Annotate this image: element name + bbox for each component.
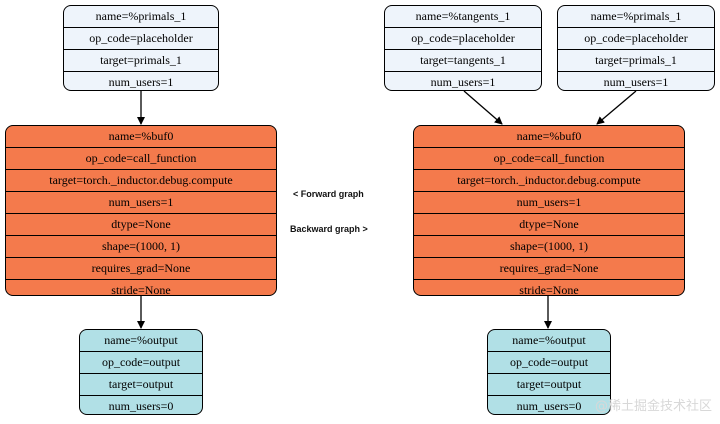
bw-buf0-shape: shape=(1000, 1)	[414, 235, 684, 257]
bw-primals-target: target=primals_1	[558, 49, 714, 71]
fw-primals-node: name=%primals_1 op_code=placeholder targ…	[63, 5, 219, 91]
bw-primals-numusers: num_users=1	[558, 71, 714, 90]
bw-buf0-opcode: op_code=call_function	[414, 147, 684, 169]
backward-graph-label: Backward graph >	[290, 224, 368, 234]
fw-primals-numusers: num_users=1	[64, 71, 218, 90]
fw-buf0-name: name=%buf0	[108, 129, 174, 143]
bw-tangents-opcode: op_code=placeholder	[385, 27, 541, 49]
bw-buf0-name: name=%buf0	[516, 129, 582, 143]
edge-bw-primals-to-buf	[596, 90, 637, 125]
bw-buf0-stride: stride=None	[414, 279, 684, 295]
bw-buf0-numusers: num_users=1	[414, 191, 684, 213]
fw-output-target: target=output	[80, 373, 202, 395]
bw-tangents-target: target=tangents_1	[385, 49, 541, 71]
bw-primals-name: name=%primals_1	[590, 9, 682, 23]
bw-output-target: target=output	[488, 373, 610, 395]
edge-bw-tangents-to-buf	[463, 90, 503, 125]
fw-buf0-numusers: num_users=1	[6, 191, 276, 213]
bw-buf0-dtype: dtype=None	[414, 213, 684, 235]
fw-primals-opcode: op_code=placeholder	[64, 27, 218, 49]
fw-buf0-dtype: dtype=None	[6, 213, 276, 235]
fw-primals-name: name=%primals_1	[95, 9, 187, 23]
bw-output-numusers: num_users=0	[488, 395, 610, 414]
watermark-text: @稀土掘金技术社区	[594, 399, 712, 414]
fw-output-numusers: num_users=0	[80, 395, 202, 414]
bw-buf0-target: target=torch._inductor.debug.compute	[414, 169, 684, 191]
fw-buf0-requires-grad: requires_grad=None	[6, 257, 276, 279]
bw-output-node: name=%output op_code=output target=outpu…	[487, 329, 611, 415]
bw-buf0-node: name=%buf0 op_code=call_function target=…	[413, 125, 685, 296]
fw-output-name: name=%output	[104, 333, 178, 347]
fw-buf0-shape: shape=(1000, 1)	[6, 235, 276, 257]
bw-tangents-node: name=%tangents_1 op_code=placeholder tar…	[384, 5, 542, 91]
forward-graph-label: < Forward graph	[293, 189, 364, 199]
fw-output-node: name=%output op_code=output target=outpu…	[79, 329, 203, 415]
fw-output-opcode: op_code=output	[80, 351, 202, 373]
bw-tangents-numusers: num_users=1	[385, 71, 541, 90]
bw-tangents-name: name=%tangents_1	[415, 9, 511, 23]
bw-output-name: name=%output	[512, 333, 586, 347]
fw-buf0-stride: stride=None	[6, 279, 276, 295]
bw-primals-opcode: op_code=placeholder	[558, 27, 714, 49]
bw-output-opcode: op_code=output	[488, 351, 610, 373]
fw-buf0-target: target=torch._inductor.debug.compute	[6, 169, 276, 191]
fw-buf0-node: name=%buf0 op_code=call_function target=…	[5, 125, 277, 296]
fw-buf0-opcode: op_code=call_function	[6, 147, 276, 169]
bw-buf0-requires-grad: requires_grad=None	[414, 257, 684, 279]
bw-primals-node: name=%primals_1 op_code=placeholder targ…	[557, 5, 715, 91]
fw-primals-target: target=primals_1	[64, 49, 218, 71]
